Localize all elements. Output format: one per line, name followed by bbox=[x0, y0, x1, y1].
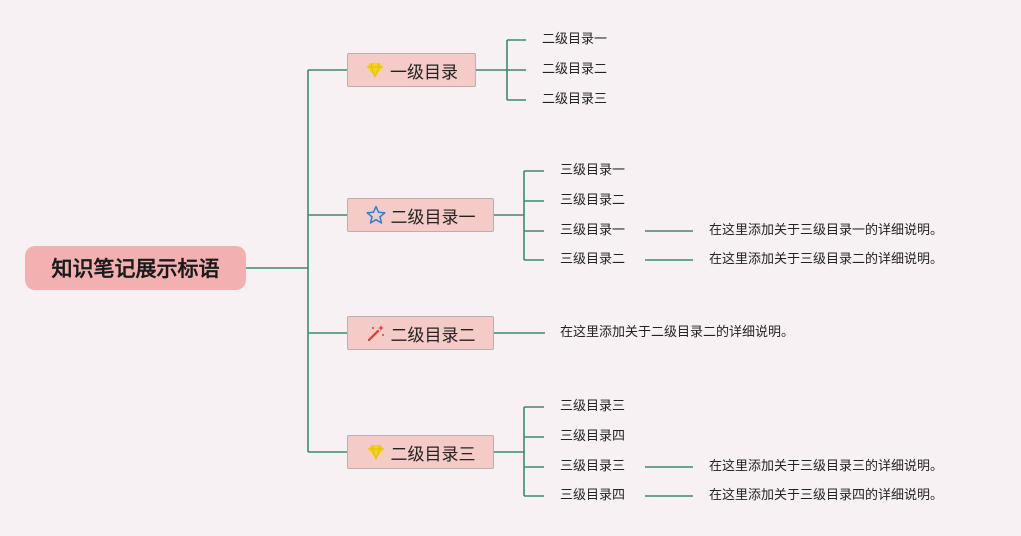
subtopic[interactable]: 三级目录四 bbox=[560, 488, 626, 503]
branch-topic-1[interactable]: 一级目录 bbox=[347, 53, 476, 87]
magic-wand-icon bbox=[366, 323, 386, 343]
branch-topic-4[interactable]: 二级目录三 bbox=[347, 435, 494, 469]
detail-note[interactable]: 在这里添加关于三级目录四的详细说明。 bbox=[709, 488, 944, 503]
branch-topic-2[interactable]: 二级目录一 bbox=[347, 198, 494, 232]
subtopic[interactable]: 三级目录一 bbox=[560, 223, 626, 238]
subtopic[interactable]: 二级目录二 bbox=[542, 62, 608, 77]
detail-note[interactable]: 在这里添加关于二级目录二的详细说明。 bbox=[560, 325, 795, 340]
branch-topic-4-label: 二级目录三 bbox=[390, 444, 476, 465]
root-topic[interactable]: 知识笔记展示标语 bbox=[25, 246, 246, 290]
subtopic[interactable]: 二级目录一 bbox=[542, 32, 608, 47]
subtopic[interactable]: 三级目录一 bbox=[560, 163, 626, 178]
detail-note[interactable]: 在这里添加关于三级目录二的详细说明。 bbox=[709, 252, 944, 267]
branch-topic-1-label: 一级目录 bbox=[390, 62, 458, 83]
branch-topic-3-label: 二级目录二 bbox=[390, 325, 476, 346]
subtopic[interactable]: 三级目录四 bbox=[560, 429, 626, 444]
subtopic[interactable]: 三级目录三 bbox=[560, 399, 626, 414]
branch-topic-3[interactable]: 二级目录二 bbox=[347, 316, 494, 350]
detail-note[interactable]: 在这里添加关于三级目录三的详细说明。 bbox=[709, 459, 944, 474]
subtopic[interactable]: 二级目录三 bbox=[542, 92, 608, 107]
star-icon bbox=[365, 205, 386, 225]
gem-icon bbox=[365, 60, 385, 80]
subtopic[interactable]: 三级目录三 bbox=[560, 459, 626, 474]
gem-icon bbox=[366, 442, 386, 462]
root-topic-label: 知识笔记展示标语 bbox=[51, 257, 220, 281]
subtopic[interactable]: 三级目录二 bbox=[560, 193, 626, 208]
detail-note[interactable]: 在这里添加关于三级目录一的详细说明。 bbox=[709, 223, 944, 238]
branch-topic-2-label: 二级目录一 bbox=[390, 207, 476, 228]
subtopic[interactable]: 三级目录二 bbox=[560, 252, 626, 267]
